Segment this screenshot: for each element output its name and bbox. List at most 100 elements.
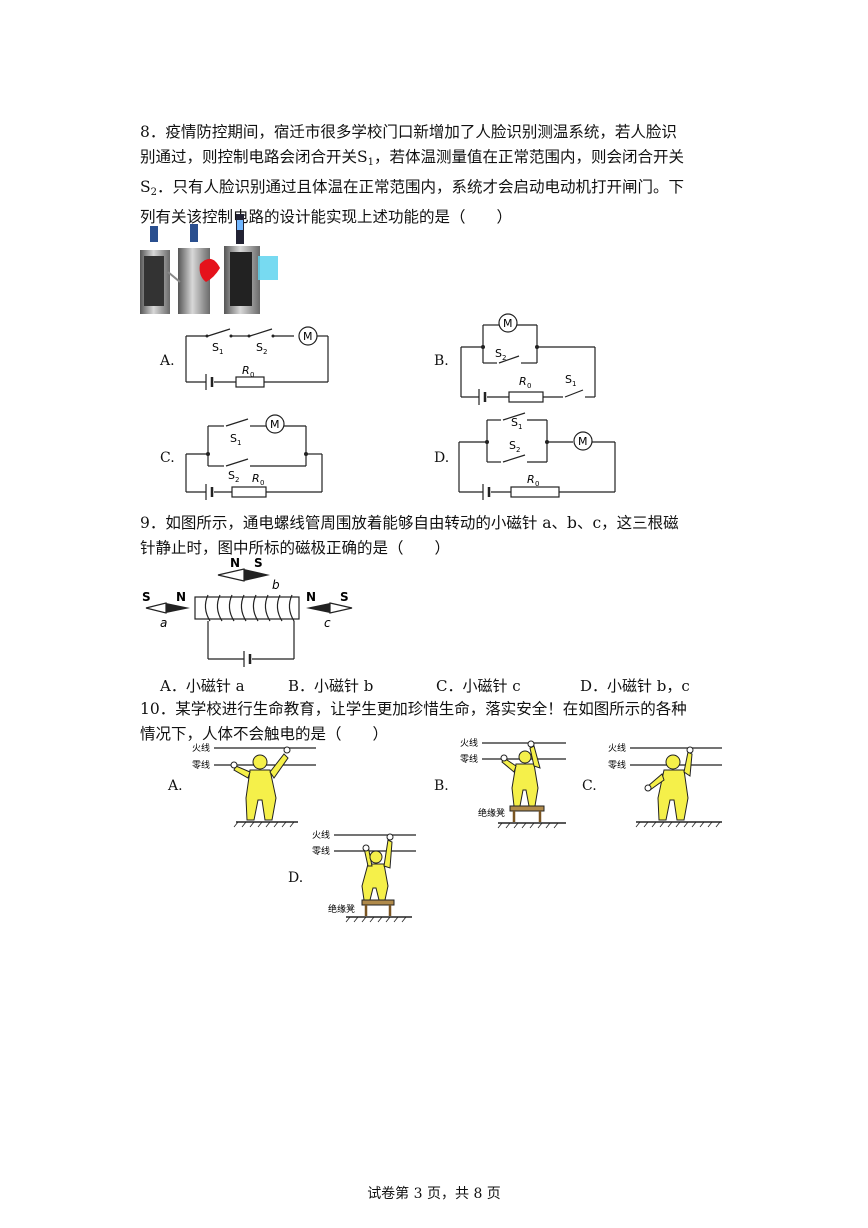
needle-a-right-half	[166, 603, 190, 613]
q9-line-2: 针静止时，图中所标的磁极正确的是（ ）	[140, 539, 451, 557]
q10-scene-a: 火线 零线	[192, 742, 316, 828]
q8-line-2-pre: 别通过，则控制电路会闭合开关S	[140, 148, 368, 166]
needle-b-label: b	[272, 578, 280, 592]
live-wire-label: 火线	[192, 742, 210, 754]
q10-line-1: 10．某学校进行生命教育，让学生更加珍惜生命，落实安全！在如图所示的各种	[140, 700, 687, 718]
motor-label: M	[303, 330, 313, 343]
switch-s1-label: S	[212, 341, 219, 354]
s1-sub: 1	[572, 380, 576, 388]
live-wire-label: 火线	[460, 737, 478, 749]
question-9-text: 9．如图所示，通电螺线管周围放着能够自由转动的小磁针 a、b、c，这三根磁 针静…	[140, 511, 740, 561]
r0-sub: 0	[535, 480, 539, 488]
solenoid-core	[194, 596, 300, 620]
resistor-r0-label: R	[519, 375, 527, 388]
person-figure	[647, 751, 693, 821]
person-figure	[361, 839, 393, 901]
q8-circuit-c: M S 1 S 2 R 0	[185, 414, 323, 500]
s2-sub: 2	[502, 354, 506, 362]
stool-label: 绝缘凳	[478, 807, 505, 819]
q8-option-c-label: C.	[160, 450, 175, 466]
motor-label: M	[578, 435, 588, 448]
q8-line-1: 8．疫情防控期间，宿迁市很多学校门口新增加了人脸识别测温系统，若人脸识	[140, 123, 677, 141]
neutral-wire-label: 零线	[192, 759, 210, 771]
s1-sub: 1	[518, 423, 522, 431]
needle-c-left-half	[306, 603, 330, 613]
s2-sub: 2	[516, 446, 520, 454]
q8-option-b-label: B.	[434, 353, 449, 369]
switch-s2-label: S	[228, 469, 235, 482]
q8-line-2: 别通过，则控制电路会闭合开关S1，若体温测量值在正常范围内，则会闭合开关	[140, 145, 740, 175]
q8-line-2-post: ，若体温测量值在正常范围内，则会闭合开关	[374, 148, 685, 166]
insulated-stool	[361, 899, 395, 906]
q8-circuit-b: M S 2 S 1 R 0	[460, 313, 596, 405]
needle-c-n-pole: N	[306, 590, 316, 604]
q9-line-1: 9．如图所示，通电螺线管周围放着能够自由转动的小磁针 a、b、c，这三根磁	[140, 514, 679, 532]
page-footer: 试卷第 3 页，共 8 页	[367, 1186, 501, 1202]
q8-circuit-a: M S 1 S 2 R 0	[185, 326, 329, 390]
q10-option-c-label: C.	[582, 778, 597, 794]
q9-option-d: D．小磁针 b，c	[580, 677, 690, 695]
q9-option-c: C．小磁针 c	[436, 677, 521, 695]
r0-sub: 0	[250, 371, 254, 379]
q10-option-d-label: D.	[288, 870, 304, 886]
s2-sub: 2	[263, 348, 267, 356]
stool-label: 绝缘凳	[328, 903, 355, 915]
q8-line-3: S2．只有人脸识别通过且体温在正常范围内，系统才会启动电动机打开闸门。下	[140, 175, 740, 205]
s1-sub: 1	[219, 348, 223, 356]
needle-c-label: c	[324, 616, 331, 630]
needle-a-left-half	[145, 602, 167, 614]
q8-line-4: 列有关该控制电路的设计能实现上述功能的是（ ）	[140, 208, 513, 226]
switch-s2-label: S	[256, 341, 263, 354]
neutral-wire-label: 零线	[608, 759, 626, 771]
motor-label: M	[503, 317, 513, 330]
face-recognition-gate-image	[140, 214, 278, 314]
s2-sub: 2	[235, 476, 239, 484]
switch-s1-label: S	[230, 432, 237, 445]
switch-s2-label: S	[509, 439, 516, 452]
q8-s1-subscript: 1	[367, 157, 374, 168]
switch-s2-label: S	[495, 347, 502, 360]
q8-circuit-d: M S 1 S 2 R 0	[458, 412, 616, 500]
q8-option-d-label: D.	[434, 450, 450, 466]
switch-s1-label: S	[511, 416, 518, 429]
question-10-text: 10．某学校进行生命教育，让学生更加珍惜生命，落实安全！在如图所示的各种 情况下…	[140, 697, 740, 747]
needle-c-right-half	[329, 602, 353, 614]
needle-b-right-half	[244, 569, 270, 581]
q10-scene-d: 火线 零线 绝缘凳	[312, 829, 416, 923]
live-wire-label: 火线	[608, 742, 626, 754]
needle-b-left-half	[217, 568, 245, 582]
needle-a-label: a	[160, 616, 167, 630]
s1-sub: 1	[237, 439, 241, 447]
live-wire-label: 火线	[312, 829, 330, 841]
needle-b-n-pole: N	[230, 556, 240, 570]
q10-scene-b: 火线 零线 绝缘凳	[460, 737, 566, 829]
switch-s1-label: S	[565, 373, 572, 386]
q10-option-a-label: A.	[168, 778, 183, 794]
resistor-r0-label: R	[242, 364, 250, 377]
question-8-text: 8．疫情防控期间，宿迁市很多学校门口新增加了人脸识别测温系统，若人脸识 别通过，…	[140, 120, 740, 230]
resistor-r0-label: R	[527, 473, 535, 486]
person-figure	[233, 753, 289, 821]
needle-c-s-pole: S	[340, 590, 349, 604]
insulated-stool	[509, 805, 545, 812]
q10-option-b-label: B.	[434, 778, 449, 794]
q8-line-3-pre: S	[140, 178, 151, 196]
q9-option-a: A．小磁针 a	[160, 677, 245, 695]
r0-sub: 0	[527, 382, 531, 390]
resistor-r0-label: R	[252, 472, 260, 485]
neutral-wire-label: 零线	[312, 845, 330, 857]
q10-scene-c: 火线 零线	[608, 742, 722, 828]
solenoid-coils	[204, 594, 295, 622]
neutral-wire-label: 零线	[460, 753, 478, 765]
q8-line-3-post: ．只有人脸识别通过且体温在正常范围内，系统才会启动电动机打开闸门。下	[157, 178, 685, 196]
needle-a-n-pole: N	[176, 590, 186, 604]
needle-a-s-pole: S	[142, 590, 151, 604]
q8-s2-subscript: 2	[150, 187, 157, 198]
r0-sub: 0	[260, 479, 264, 487]
needle-b-s-pole: S	[254, 556, 263, 570]
solenoid-diagram: N S b S N a N S c	[142, 556, 353, 667]
motor-label: M	[270, 418, 280, 431]
person-figure	[501, 745, 541, 807]
q8-option-a-label: A.	[160, 353, 175, 369]
q10-line-2: 情况下，人体不会触电的是（ ）	[140, 725, 389, 743]
